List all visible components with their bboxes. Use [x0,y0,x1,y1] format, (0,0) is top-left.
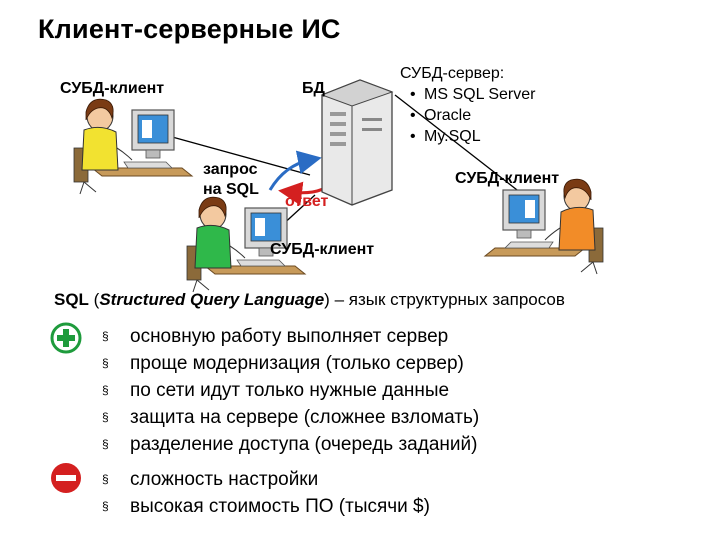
square-bullet-icon: § [102,356,109,370]
server-item: MS SQL Server [410,84,535,105]
request-label-line1: запрос [203,161,258,178]
cons-list: §сложность настройки §высокая стоимость … [102,466,430,520]
server-block: СУБД-сервер: MS SQL Server Oracle My.SQL [400,64,535,147]
sql-open-paren: ( [88,290,100,309]
minus-icon [51,463,81,493]
request-label-line2: на SQL [203,181,259,198]
response-label: ответ [285,193,329,210]
list-item: §защита на сервере (сложнее взломать) [102,404,479,431]
square-bullet-icon: § [102,383,109,397]
server-item: My.SQL [410,126,535,147]
db-label: БД [302,80,325,97]
list-item: §проще модернизация (только сервер) [102,350,479,377]
server-item: Oracle [410,105,535,126]
plus-icon [50,322,82,354]
client-server-diagram [73,79,604,293]
request-arrow [268,150,322,191]
list-item: §сложность настройки [102,466,430,493]
list-item: §основную работу выполняет сервер [102,323,479,350]
square-bullet-icon: § [102,499,109,513]
link-left-client [164,134,311,176]
page-title: Клиент-серверные ИС [38,14,341,44]
sql-full-name: Structured Query Language [99,290,325,309]
sql-abbr: SQL [54,290,89,309]
client-right-icon [484,178,604,275]
client-bottom-label: СУБД-клиент [270,241,375,258]
client-top-left-label: СУБД-клиент [60,80,165,97]
list-item: §разделение доступа (очередь заданий) [102,431,479,458]
sql-close-paren: ) [324,290,330,309]
square-bullet-icon: § [102,472,109,486]
client-bottom-icon [186,196,306,293]
server-icon [320,79,394,206]
square-bullet-icon: § [102,410,109,424]
list-item: §по сети идут только нужные данные [102,377,479,404]
client-right-label: СУБД-клиент [455,170,560,187]
server-title: СУБД-сервер: [400,65,505,82]
client-top-left-icon [73,98,193,195]
square-bullet-icon: § [102,329,109,343]
sql-description: – язык структурных запросов [329,290,565,309]
sql-definition: SQL (Structured Query Language) – язык с… [54,290,565,310]
list-item: §высокая стоимость ПО (тысячи $) [102,493,430,520]
request-label: запрос на SQL [203,160,259,200]
pros-list: §основную работу выполняет сервер §проще… [102,323,479,458]
square-bullet-icon: § [102,437,109,451]
